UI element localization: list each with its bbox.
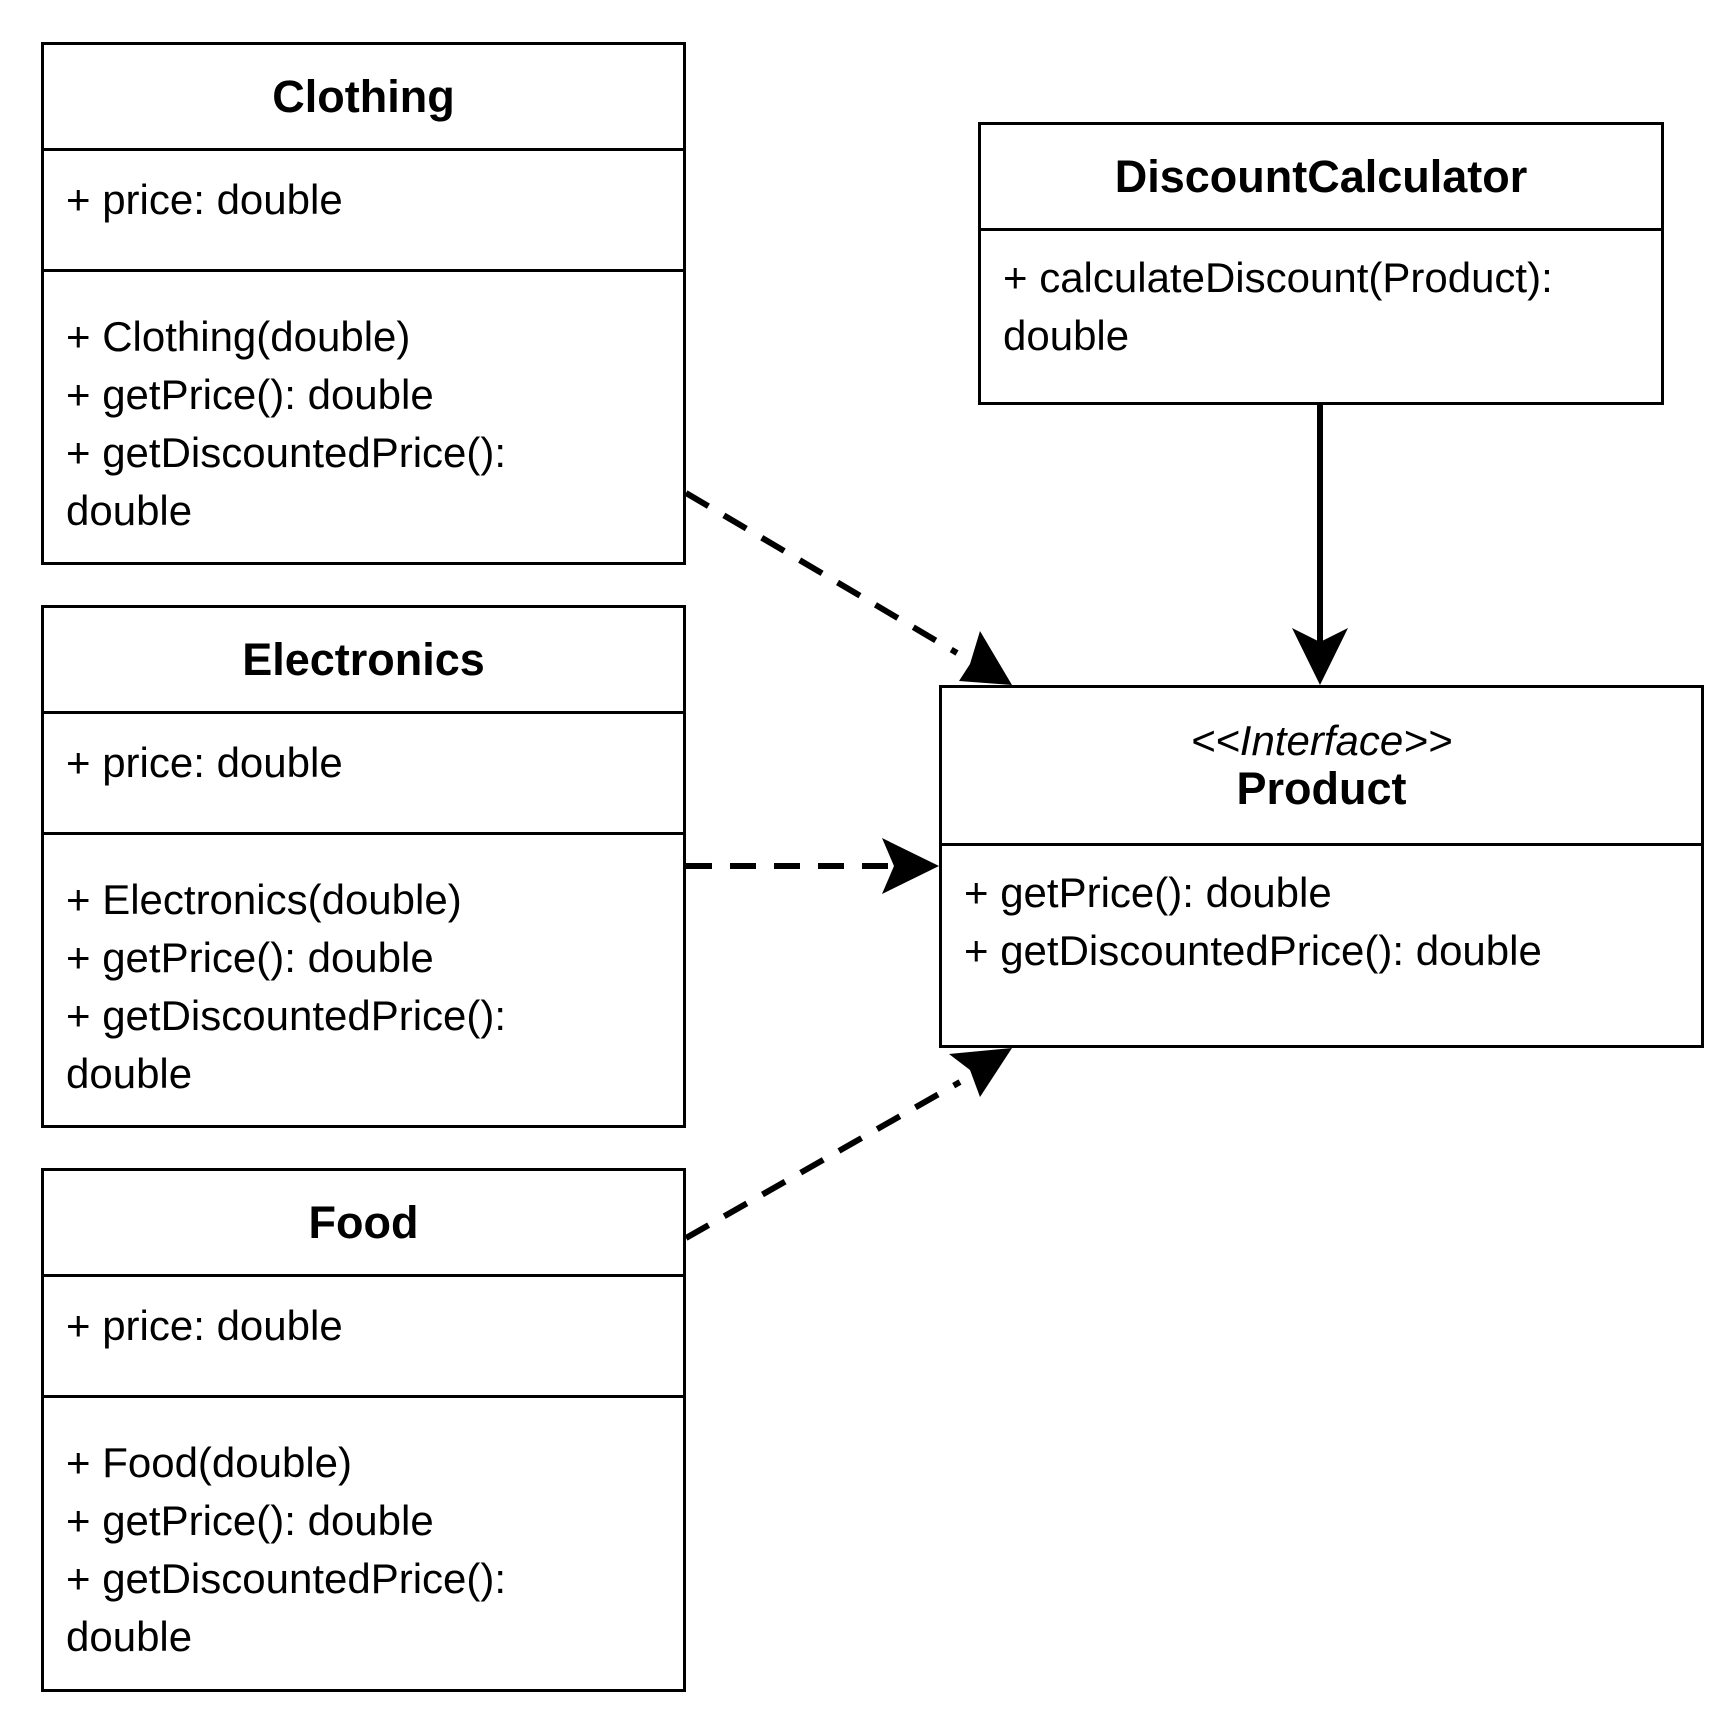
attribute-row: + price: double (66, 739, 343, 786)
class-discount-calculator-methods: + calculateDiscount(Product): double (981, 231, 1661, 402)
class-electronics-attributes: + price: double (44, 714, 683, 835)
interface-stereotype: <<Interface>> (1190, 716, 1453, 764)
method-row: + calculateDiscount(Product): (1003, 254, 1553, 301)
method-row: + getDiscountedPrice(): (66, 992, 507, 1039)
class-clothing-methods: + Clothing(double) + getPrice(): double … (44, 272, 683, 562)
class-food[interactable]: Food + price: double + Food(double) + ge… (41, 1168, 686, 1692)
method-row: double (66, 487, 193, 534)
interface-product-name: Product (1236, 762, 1407, 814)
method-row: + getPrice(): double (66, 1497, 434, 1544)
class-discount-calculator-header: DiscountCalculator (981, 125, 1661, 231)
method-row: double (1003, 312, 1130, 359)
class-clothing-attributes: + price: double (44, 151, 683, 272)
relation-clothing-product-line (684, 490, 959, 656)
class-electronics-name: Electronics (242, 633, 485, 685)
class-food-name: Food (308, 1196, 419, 1248)
arrowhead-clothing-product (959, 631, 1012, 685)
class-electronics-methods: + Electronics(double) + getPrice(): doub… (44, 835, 683, 1125)
arrowhead-food-product (949, 1048, 1012, 1097)
interface-product-header: <<Interface>> Product (942, 688, 1701, 846)
method-row: + getPrice(): double (66, 934, 434, 981)
class-food-attributes: + price: double (44, 1277, 683, 1398)
method-row: + Clothing(double) (66, 313, 411, 360)
method-row: + Food(double) (66, 1439, 353, 1486)
class-clothing-name: Clothing (272, 70, 455, 122)
class-food-header: Food (44, 1171, 683, 1277)
class-clothing-header: Clothing (44, 45, 683, 151)
interface-product[interactable]: <<Interface>> Product + getPrice(): doub… (939, 685, 1704, 1048)
class-food-methods: + Food(double) + getPrice(): double + ge… (44, 1398, 683, 1689)
method-row: + getDiscountedPrice(): (66, 429, 507, 476)
attribute-row: + price: double (66, 1302, 343, 1349)
class-discount-calculator-name: DiscountCalculator (1114, 150, 1528, 202)
method-row: + getPrice(): double (66, 371, 434, 418)
class-electronics[interactable]: Electronics + price: double + Electronic… (41, 605, 686, 1128)
class-clothing[interactable]: Clothing + price: double + Clothing(doub… (41, 42, 686, 565)
attribute-row: + price: double (66, 176, 343, 223)
method-row: + getPrice(): double (964, 869, 1332, 916)
method-row: + Electronics(double) (66, 876, 462, 923)
arrowhead-discountcalculator-product (1292, 628, 1348, 685)
method-row: + getDiscountedPrice(): double (964, 927, 1542, 974)
relation-food-product-line (684, 1079, 962, 1241)
interface-product-methods: + getPrice(): double + getDiscountedPric… (942, 846, 1701, 1045)
method-row: double (66, 1050, 193, 1097)
arrowhead-electronics-product (882, 838, 939, 894)
class-discount-calculator[interactable]: DiscountCalculator + calculateDiscount(P… (978, 122, 1664, 405)
method-row: double (66, 1613, 193, 1660)
class-electronics-header: Electronics (44, 608, 683, 714)
method-row: + getDiscountedPrice(): (66, 1555, 507, 1602)
